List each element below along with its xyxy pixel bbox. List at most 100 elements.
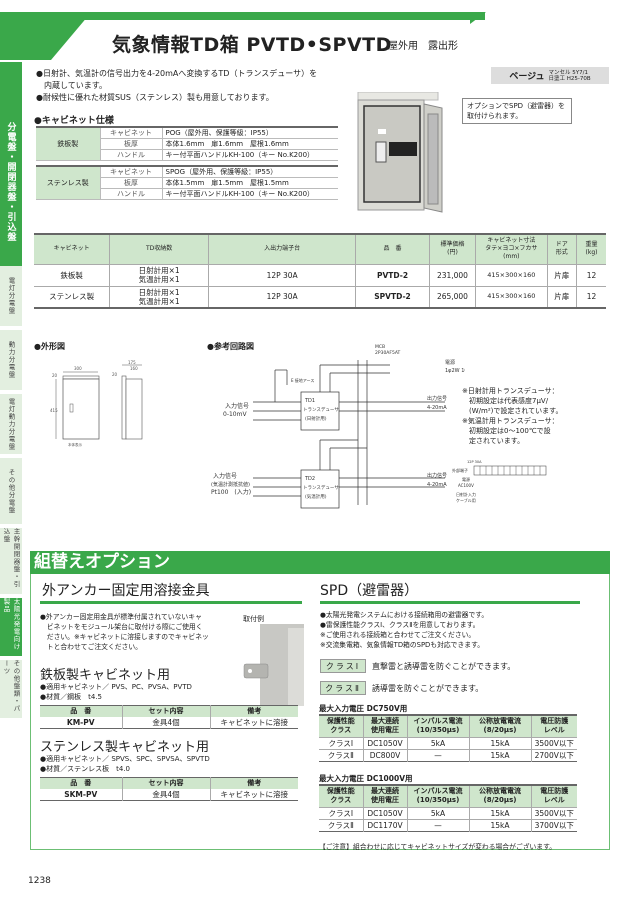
note-line: 初期設定は代表感度7μV/ (462, 397, 549, 405)
cell: クラスⅡ (319, 818, 363, 831)
sidebar-item-other-distribution[interactable]: その他分電盤 (0, 458, 22, 524)
col-protection: 電圧防護 レベル (530, 785, 577, 807)
col-door: ドア 形式 (546, 234, 577, 264)
circuit-diagram: MCB 2P30AF5AT 電源 1φ2W 100V E 接地アース TD1 ト… (211, 344, 465, 509)
td1: 日射計用×1 (138, 266, 180, 275)
stainless-table: 品 番 セット内容 備考 SKM-PV 金具4個 キャビネットに溶接 (40, 777, 298, 801)
cell: 3500V以下 (530, 736, 577, 749)
output1-label: 出力信号 (427, 395, 447, 402)
sidebar-item-lighting[interactable]: 電灯分電盤 (0, 266, 22, 326)
transducer-notes: ※日射計用トランスデューサ： 初期設定は代表感度7μV/ (W/m²)で設定され… (462, 386, 562, 446)
bullet-text: ●日射計、気温計の信号出力を4-20mAへ変換するTD（トランスデューサ）を (36, 69, 318, 78)
input2-sub: (気温計測抵抗値) (211, 481, 250, 488)
intro-bullets: ●日射計、気温計の信号出力を4-20mAへ変換するTD（トランスデューサ）を 内… (36, 68, 366, 104)
product-table-header: キャビネット TD収納数 入出力端子台 品 番 標準価格 (円) キャビネット寸… (34, 234, 606, 264)
td2: 気温計用×1 (138, 275, 180, 284)
spd750-title: 最大入力電圧 DC750V用 (319, 704, 408, 713)
sidebar-item-distribution[interactable]: 分電盤・開閉器盤・引込盤 (0, 62, 22, 302)
cell-size: 415×300×160 (475, 285, 548, 308)
earth-label: E 接地アース (291, 377, 314, 383)
col-part-number: 品 番 (355, 234, 430, 264)
sidebar-item-main-switch[interactable]: 主幹開閉器盤・引込盤 (0, 528, 22, 594)
td1-type: トランスデューサ (303, 406, 339, 413)
dim-depth: 160 (130, 366, 138, 371)
spec-key: ハンドル (99, 149, 162, 161)
td1-name: TD1 (304, 398, 315, 404)
col-part: 品 番 (40, 777, 122, 789)
col-cabinet: キャビネット (34, 234, 110, 264)
spec-key: キャビネット (99, 127, 162, 139)
svg-text:電源: 電源 (462, 476, 470, 482)
cell-part-number: SPVTD-2 (355, 285, 430, 308)
terminal-spec: 12P 30A (467, 460, 482, 464)
spd-table-header: 保護性能 クラス 最大連続 使用電圧 インパルス電流 (10/350μs) 公称… (319, 715, 577, 737)
outline-label: 本体表示 (68, 442, 82, 447)
anchor-underline (40, 601, 302, 604)
spec-row: ハンドルキー付平面ハンドルKH-100（キー No.K200） (36, 149, 338, 161)
cell-part-number: PVTD-2 (355, 263, 430, 286)
desc-line: ●雷保護性能クラスⅠ、クラスⅡを用意しております。 (320, 621, 480, 629)
sidebar: 分電盤・開閉器盤・引込盤 電灯分電盤 動力分電盤 電灯動力分電盤 その他分電盤 … (0, 0, 22, 720)
col-protection: 電圧防護 レベル (530, 715, 577, 737)
cell-cabinet: ステンレス製 (34, 285, 110, 308)
spec-value: キー付平面ハンドルKH-100（キー No.K200） (161, 188, 338, 200)
power-spec: 1φ2W 100V (445, 368, 465, 374)
class1-badge: クラスⅠ (320, 659, 366, 673)
cell-price: 265,000 (428, 285, 476, 308)
desc-line: ●太陽光発電システムにおける接続箱用の避雷器です。 (320, 611, 489, 619)
desc-line: ださい。※キャビネットに溶接しますのでキャビネッ (40, 633, 209, 641)
cell: 5kA (406, 736, 469, 749)
steel-table-header: 品 番 セット内容 備考 (40, 705, 298, 717)
cell-terminal: 12P 30A (208, 285, 356, 308)
svg-text:AC100V: AC100V (458, 483, 474, 488)
terminal-diagram: 12P 30A 外部端子 電源 AC100V 日射計入力 ケーブル用 (452, 460, 547, 503)
input2-label: 入力信号 (213, 472, 237, 480)
cell: 3700V以下 (530, 818, 577, 831)
col-voltage: 最大連続 使用電圧 (362, 715, 407, 737)
td1: 日射計用×1 (138, 287, 180, 297)
spd1000-title: 最大入力電圧 DC1000V用 (319, 774, 413, 783)
sidebar-item-other-parts[interactable]: その他盤類・パーツ (0, 660, 22, 718)
paint-color-badge: ベージュ マンセル 5Y7/1 日塗工 H25-70B (491, 67, 609, 84)
note-line: 初期設定は0～100℃で設 (462, 427, 551, 435)
output2-label: 出力信号 (427, 472, 447, 479)
td2-name: TD2 (304, 476, 315, 482)
cell: DC1170V (362, 818, 407, 831)
sidebar-item-power[interactable]: 動力分電盤 (0, 330, 22, 390)
cell: クラスⅡ (319, 748, 363, 761)
sidebar-item-solar[interactable]: 太陽光発電向け製品 (0, 598, 22, 656)
cell-cabinet: 鉄板製 (34, 263, 110, 286)
sidebar-item-lighting-power[interactable]: 電灯動力分電盤 (0, 394, 22, 454)
col-size: キャビネット寸法 タテ×ヨコ×フカサ (mm) (475, 234, 548, 264)
class2-text: 誘導雷を防ぐことができます。 (372, 683, 484, 693)
desc-line: トと合わせてご注文ください。 (40, 643, 142, 651)
cell-door: 片扉 (546, 263, 577, 286)
svg-text:ケーブル用: ケーブル用 (456, 497, 476, 503)
class1-row: クラスⅠ 直撃雷と誘導雷を防ぐことができます。 (320, 659, 515, 673)
col-nominal: 公称放電電流 (8/20μs) (468, 785, 531, 807)
dim-width: 300 (74, 366, 82, 371)
col-terminal: 入出力端子台 (208, 234, 356, 264)
cell: クラスⅠ (319, 736, 363, 749)
cell-part: KM-PV (66, 717, 95, 727)
col-class: 保護性能 クラス (319, 715, 363, 737)
spec-value: POG（屋外用、保護等級：IP55） (161, 127, 338, 139)
output1-range: 4-20mA (427, 405, 447, 411)
paint-codes: マンセル 5Y7/1 日塗工 H25-70B (549, 70, 591, 82)
mcb-spec: 2P30AF5AT (375, 350, 401, 356)
class2-row: クラスⅡ 誘導雷を防ぐことができます。 (320, 681, 483, 695)
stainless-title: ステンレス製キャビネット用 (40, 740, 210, 755)
terminal-title: 外部端子 (452, 467, 468, 473)
desc-line: ※交流集電箱、気象情報TD箱のSPDも対応できます。 (320, 641, 484, 649)
anchor-desc: ●外アンカー固定用金具が標準付属されていないキャ ビネットをモジュール架台に取付… (40, 612, 230, 652)
spd750-table: 保護性能 クラス 最大連続 使用電圧 インパルス電流 (10/350μs) 公称… (319, 714, 577, 762)
